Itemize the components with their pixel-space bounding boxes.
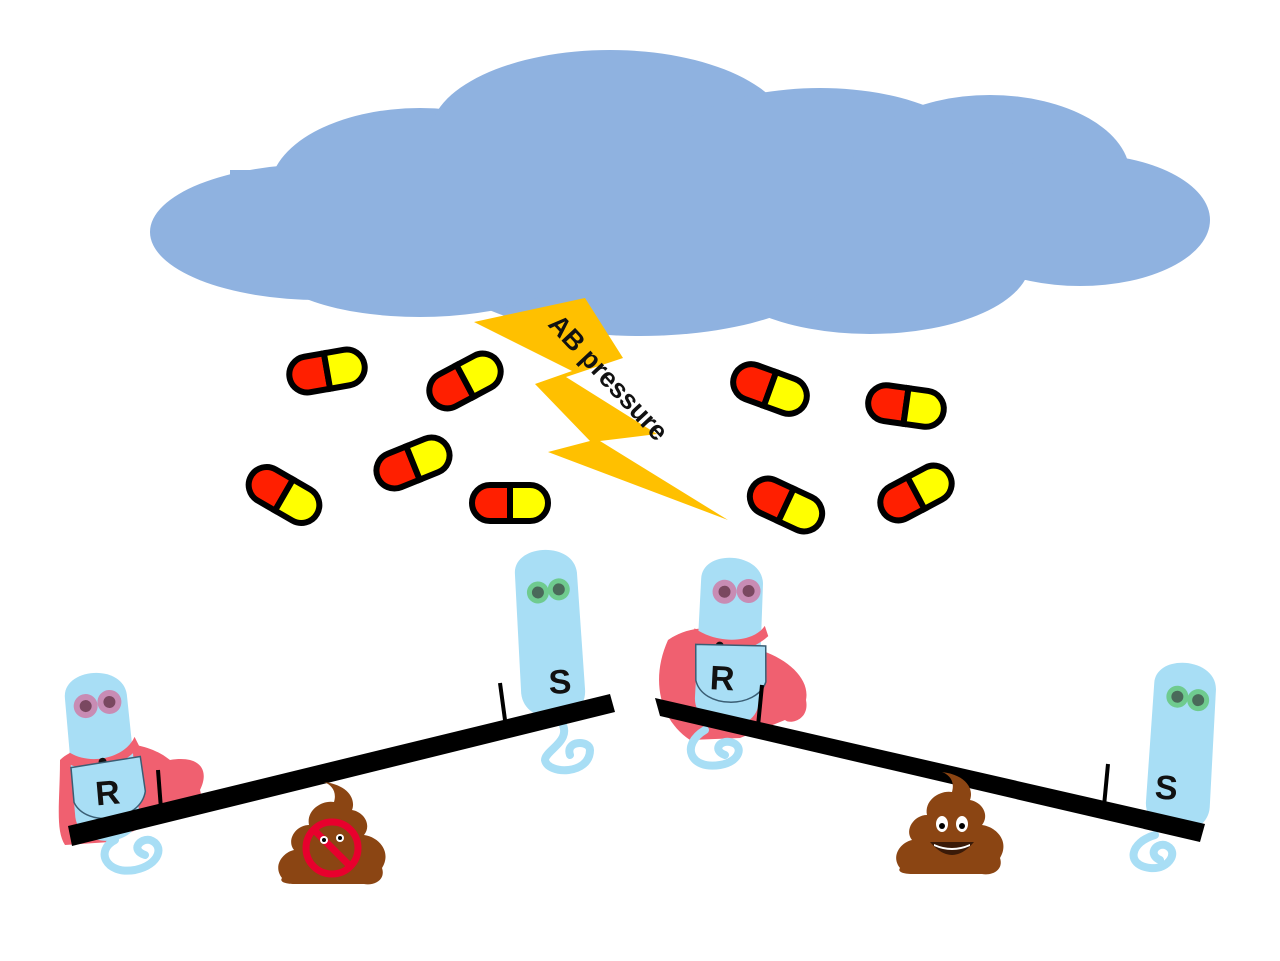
flagellum [686,726,743,770]
flagellum [1129,831,1177,873]
pill [472,485,548,521]
bacterium-label-s: S [548,663,573,702]
flagellum [100,835,163,875]
pill [866,383,946,429]
bacterium-susceptible: S [1144,660,1220,834]
pill [728,359,812,419]
cloud [150,50,1210,336]
pill [242,460,326,529]
bacterium-resistant: R [691,556,769,728]
right-seesaw: R S [655,556,1220,875]
pill [286,347,367,396]
bacterium-label-r: R [94,773,122,813]
bacterium-label-r: R [709,659,736,698]
pill [744,473,828,538]
seesaw-beam [68,694,615,846]
bacterium-label-s: S [1154,768,1179,807]
seat-handle [156,769,164,823]
no-symbol-poop-icon [278,782,386,885]
seat-handle [1102,763,1110,807]
pill [423,347,507,414]
pill [371,432,455,494]
seesaw-beam [655,698,1205,842]
pill [874,459,958,526]
bacterium-susceptible: S [513,548,587,720]
seat-handle [498,682,507,721]
seat-handle [756,684,764,727]
bacterium-resistant: R [62,670,147,844]
smiling-poop-icon [896,772,1004,875]
flagellum [540,716,595,775]
left-seesaw: R S [58,548,615,885]
